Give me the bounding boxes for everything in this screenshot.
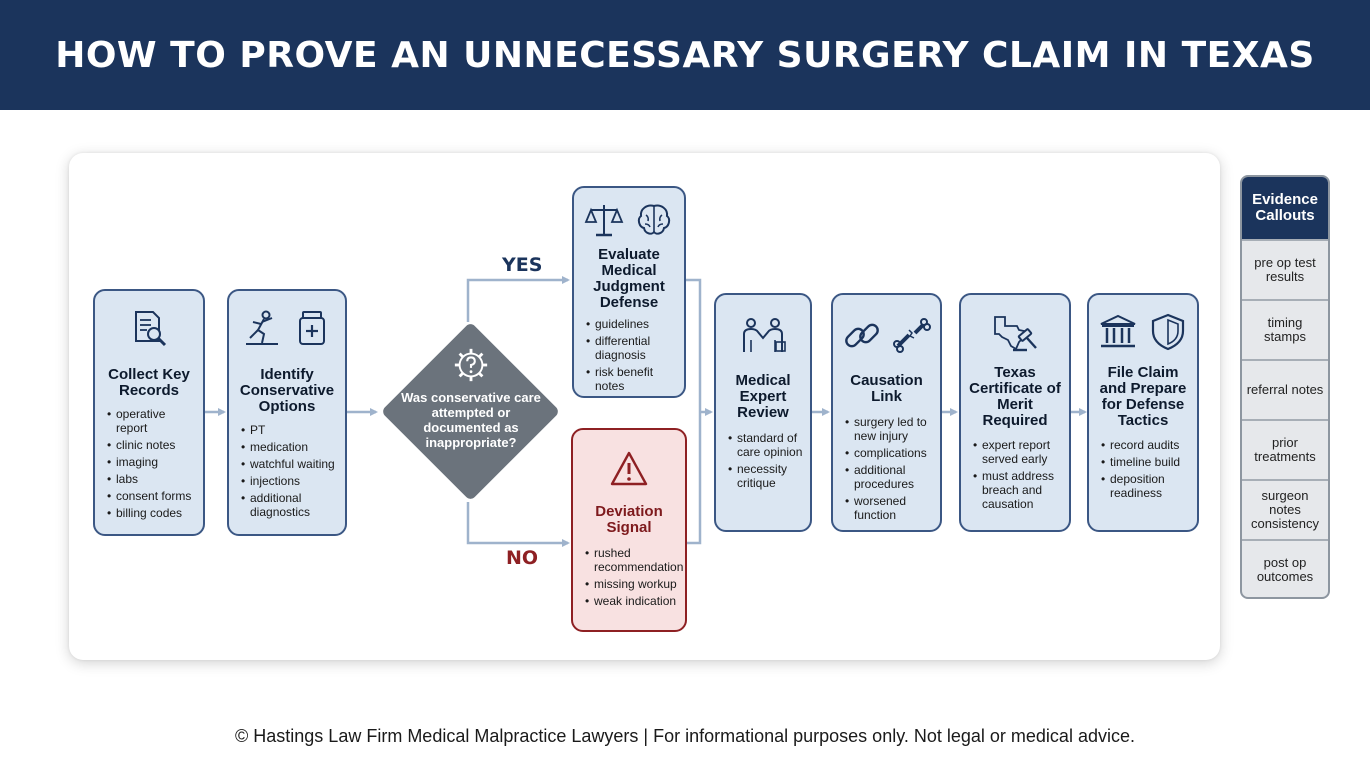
step-title: File Claim and Prepare for Defense Tacti…: [1099, 364, 1187, 429]
list-item: missing workup: [585, 577, 679, 591]
callout-item: surgeon notes consistency: [1242, 479, 1328, 539]
list-item: additional procedures: [845, 463, 934, 491]
yes-branch-label: YES: [502, 254, 543, 276]
list-item: watchful waiting: [241, 457, 339, 471]
broken-bone-icon: [892, 318, 931, 353]
list-item: expert report served early: [973, 438, 1063, 466]
step-list: guidelines differential diagnosis risk b…: [574, 317, 684, 396]
list-item: standard of care opinion: [728, 431, 804, 459]
step-expert-review: Medical Expert Review standard of care o…: [714, 293, 812, 532]
warning-icon: [610, 451, 648, 486]
step-title: Texas Certificate of Merit Required: [969, 364, 1061, 429]
list-item: record audits: [1101, 438, 1191, 452]
step-icons: [129, 305, 169, 351]
step-icons: [584, 198, 674, 241]
evidence-callouts: Evidence Callouts pre op test results ti…: [1240, 175, 1330, 599]
step-icons: [609, 446, 649, 492]
courthouse-icon: [1100, 314, 1136, 348]
step-list: surgery led to new injury complications …: [833, 415, 940, 525]
callout-item: timing stamps: [1242, 299, 1328, 359]
list-item: billing codes: [107, 506, 197, 520]
list-item: timeline build: [1101, 455, 1191, 469]
step-title: Evaluate Medical Judgment Defense: [593, 246, 665, 311]
step-title: Collect Key Records: [108, 366, 190, 399]
step-list: record audits timeline build deposition …: [1089, 438, 1197, 503]
decision-diamond: Was conservative care attempted or docum…: [380, 321, 561, 502]
step-list: PT medication watchful waiting injection…: [229, 423, 345, 522]
no-branch-label: NO: [506, 547, 539, 569]
step-icons: [991, 309, 1039, 355]
step-title: Identify Conservative Options: [239, 366, 335, 415]
list-item: surgery led to new injury: [845, 415, 934, 443]
step-list: standard of care opinion necessity criti…: [716, 431, 810, 493]
page-header: HOW TO PROVE AN UNNECESSARY SURGERY CLAI…: [0, 0, 1370, 110]
list-item: medication: [241, 440, 339, 454]
list-item: worsened function: [845, 494, 934, 522]
list-item: must address breach and causation: [973, 469, 1063, 511]
list-item: clinic notes: [107, 438, 197, 452]
callout-item: pre op test results: [1242, 239, 1328, 299]
step-title: Causation Link: [850, 372, 923, 405]
step-list: expert report served early must address …: [961, 438, 1069, 514]
decision-question: Was conservative care attempted or docum…: [401, 390, 541, 450]
list-item: rushed recommendation: [585, 546, 683, 574]
list-item: differential diagnosis: [586, 334, 678, 362]
physical-therapy-icon: [246, 310, 278, 345]
step-identify-options: Identify Conservative Options PT medicat…: [227, 289, 347, 536]
step-icons: [1098, 309, 1188, 355]
page-title: HOW TO PROVE AN UNNECESSARY SURGERY CLAI…: [55, 34, 1315, 76]
step-title: Deviation Signal: [595, 503, 663, 536]
list-item: injections: [241, 474, 339, 488]
list-item: complications: [845, 446, 934, 460]
list-item: labs: [107, 472, 197, 486]
list-item: weak indication: [585, 594, 679, 608]
step-collect-records: Collect Key Records operative report cli…: [93, 289, 205, 536]
list-item: consent forms: [107, 489, 197, 503]
medication-bottle-icon: [299, 311, 325, 345]
step-title: Medical Expert Review: [735, 372, 791, 421]
step-causation-link: Causation Link surgery led to new injury…: [831, 293, 942, 532]
shield-icon: [1151, 313, 1185, 351]
step-evaluate-defense: Evaluate Medical Judgment Defense guidel…: [572, 186, 686, 398]
step-icons: [242, 305, 332, 351]
document-search-icon: [135, 311, 167, 347]
list-item: PT: [241, 423, 339, 437]
list-item: guidelines: [586, 317, 678, 331]
callouts-title: Evidence Callouts: [1242, 177, 1328, 239]
step-list: rushed recommendation missing workup wea…: [573, 546, 685, 611]
step-icons: [842, 313, 932, 359]
step-list: operative report clinic notes imaging la…: [95, 407, 203, 523]
scales-icon: [584, 204, 624, 236]
list-item: operative report: [107, 407, 197, 435]
step-file-claim: File Claim and Prepare for Defense Tacti…: [1087, 293, 1199, 532]
step-certificate-of-merit: Texas Certificate of Merit Required expe…: [959, 293, 1071, 532]
callout-item: referral notes: [1242, 359, 1328, 419]
list-item: additional diagnostics: [241, 491, 339, 519]
list-item: imaging: [107, 455, 197, 469]
step-deviation-signal: Deviation Signal rushed recommendation m…: [571, 428, 687, 632]
list-item: necessity critique: [728, 462, 804, 490]
chain-link-icon: [844, 323, 879, 348]
list-item: risk benefit notes: [586, 365, 678, 393]
footer-disclaimer: © Hastings Law Firm Medical Malpractice …: [235, 726, 1135, 746]
question-gear-icon: [454, 348, 488, 382]
callout-item: prior treatments: [1242, 419, 1328, 479]
doctors-handshake-icon: [743, 318, 786, 352]
texas-gavel-icon: [994, 316, 1037, 352]
callout-item: post op outcomes: [1242, 539, 1328, 597]
step-icons: [739, 313, 787, 359]
list-item: deposition readiness: [1101, 472, 1191, 500]
brain-icon: [637, 204, 671, 235]
